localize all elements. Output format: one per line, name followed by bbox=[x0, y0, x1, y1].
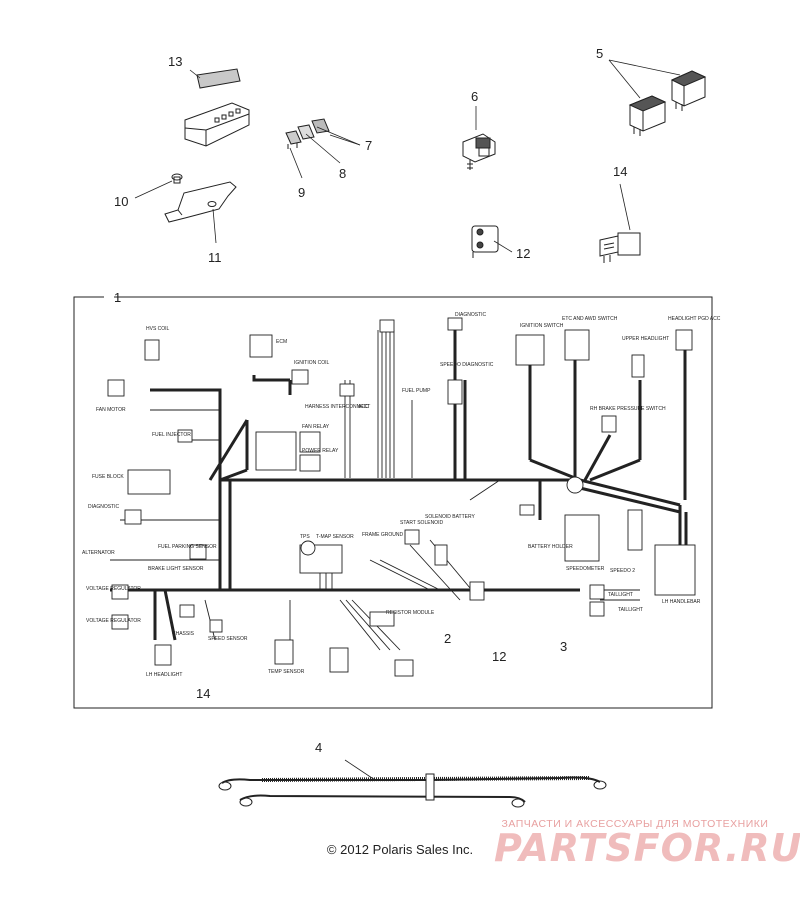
harness-branches bbox=[110, 330, 640, 651]
label-tmap: T-MAP SENSOR bbox=[316, 534, 354, 540]
label-voltage-reg-1: VOLTAGE REGULATOR bbox=[86, 586, 141, 592]
label-battery-holder: BATTERY HOLDER bbox=[528, 544, 573, 550]
label-power-relay: POWER RELAY bbox=[302, 448, 339, 454]
callout-5: 5 bbox=[596, 46, 603, 61]
label-start-solenoid: START SOLENOID bbox=[400, 520, 443, 526]
watermark-logo: PARTSFOR.RU bbox=[494, 826, 800, 870]
label-lh-headlight: LH HEADLIGHT bbox=[146, 672, 182, 678]
callout-6: 6 bbox=[471, 89, 478, 104]
harness-labels: HVS COIL ECM IGNITION COIL FAN MOTOR FUE… bbox=[82, 312, 721, 678]
label-tps: TPS bbox=[300, 534, 310, 540]
label-chassis: CHASSIS bbox=[172, 631, 195, 637]
label-speedo-2: SPEEDO 2 bbox=[610, 568, 635, 574]
label-brake-switch: RH BRAKE PRESSURE SWITCH bbox=[590, 406, 666, 412]
label-alternator: ALTERNATOR bbox=[82, 550, 115, 556]
label-ecm: ECM bbox=[276, 339, 287, 345]
label-fuse-block: FUSE BLOCK bbox=[92, 474, 124, 480]
harness-trunk bbox=[110, 330, 688, 641]
callout-1: 1 bbox=[114, 290, 121, 305]
label-hvs-coil: HVS COIL bbox=[146, 326, 170, 332]
label-harness-interconnect: HARNESS INTERCONNECT bbox=[305, 404, 370, 410]
label-upper-headlight: UPPER HEADLIGHT bbox=[622, 336, 669, 342]
label-voltage-reg-2: VOLTAGE REGULATOR bbox=[86, 618, 141, 624]
harness-frame bbox=[73, 296, 713, 709]
callout-3: 3 bbox=[560, 639, 567, 654]
callout-7: 7 bbox=[365, 138, 372, 153]
label-etc-awd: ETC AND AWD SWITCH bbox=[562, 316, 618, 322]
label-acc: ACC bbox=[358, 404, 369, 410]
label-ignition-switch: IGNITION SWITCH bbox=[520, 323, 564, 329]
part-6-sensor[interactable] bbox=[462, 133, 496, 170]
label-speedometer: SPEEDOMETER bbox=[566, 566, 605, 572]
label-fuel-injector: FUEL INJECTOR bbox=[152, 432, 191, 438]
part-14-connector[interactable] bbox=[599, 232, 641, 263]
callout-4: 4 bbox=[315, 740, 322, 755]
callout-14-top: 14 bbox=[613, 164, 627, 179]
parts-7-8-9-fuses[interactable] bbox=[285, 118, 330, 149]
label-brake-light: BRAKE LIGHT SENSOR bbox=[148, 566, 204, 572]
part-12-switch[interactable] bbox=[471, 225, 499, 258]
callout-8: 8 bbox=[339, 166, 346, 181]
copyright-text: © 2012 Polaris Sales Inc. bbox=[326, 842, 474, 857]
label-speed-sensor: SPEED SENSOR bbox=[208, 636, 248, 642]
callout-numbers: 13 5 6 7 8 9 10 11 14 12 1 2 3 12 14 4 bbox=[114, 46, 627, 755]
label-solenoid-battery: SOLENOID BATTERY bbox=[425, 514, 475, 520]
callout-14-bottom: 14 bbox=[196, 686, 210, 701]
callout-10: 10 bbox=[114, 194, 128, 209]
label-taillight-2: TAILLIGHT bbox=[618, 607, 643, 613]
label-diagnostic-top: DIAGNOSTIC bbox=[455, 312, 487, 318]
label-speedo-diagnostic: SPEEDO DIAGNOSTIC bbox=[440, 362, 494, 368]
label-fuel-pump: FUEL PUMP bbox=[402, 388, 431, 394]
label-taillight-1: TAILLIGHT bbox=[608, 592, 633, 598]
label-lh-handlebar: LH HANDLEBAR bbox=[662, 599, 701, 605]
callout-12-bottom: 12 bbox=[492, 649, 506, 664]
label-headlight-acc: HEADLIGHT PGD ACC bbox=[668, 316, 721, 322]
part-5-relays[interactable] bbox=[628, 70, 707, 136]
parts-10-11-bolt-bracket[interactable] bbox=[164, 173, 237, 223]
label-ignition-coil: IGNITION COIL bbox=[294, 360, 330, 366]
part-4-battery-cables[interactable] bbox=[218, 773, 607, 808]
label-resistor: RESISTOR MODULE bbox=[386, 610, 435, 616]
callout-2: 2 bbox=[444, 631, 451, 646]
callout-12-top: 12 bbox=[516, 246, 530, 261]
label-fuel-sensor: FUEL PARKING SENSOR bbox=[158, 544, 217, 550]
callout-11: 11 bbox=[208, 250, 222, 265]
part-13-label-and-cover[interactable] bbox=[184, 68, 250, 147]
label-fan-relay: FAN RELAY bbox=[302, 424, 330, 430]
callout-9: 9 bbox=[298, 185, 305, 200]
callout-13: 13 bbox=[168, 54, 182, 69]
watermark-tagline: ЗАПЧАСТИ И АКСЕССУАРЫ ДЛЯ МОТОТЕХНИКИ bbox=[501, 818, 769, 830]
label-diagnostic: DIAGNOSTIC bbox=[88, 504, 120, 510]
label-fan-motor: FAN MOTOR bbox=[96, 407, 126, 413]
label-frame-ground: FRAME GROUND bbox=[362, 532, 404, 538]
leader-lines bbox=[134, 59, 681, 781]
label-temp-sensor: TEMP SENSOR bbox=[268, 669, 305, 675]
harness-components bbox=[107, 317, 696, 677]
